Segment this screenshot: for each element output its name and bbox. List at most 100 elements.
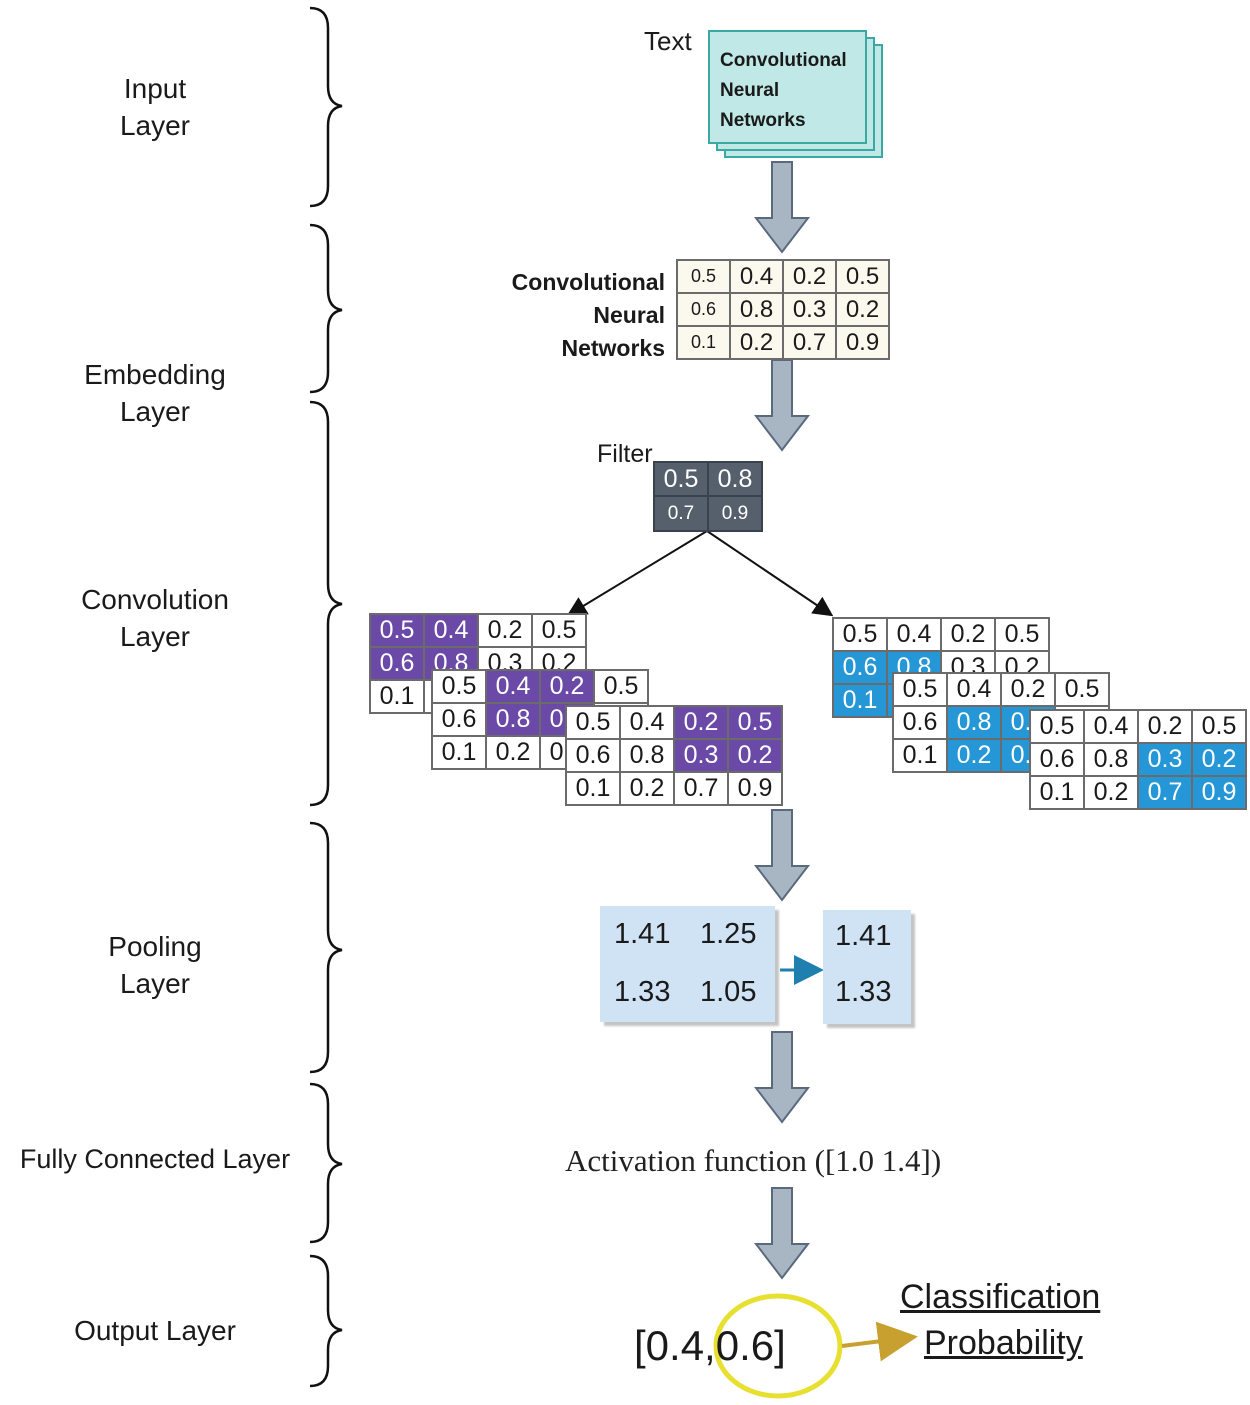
conv-cell: 0.1 bbox=[565, 771, 621, 806]
filter-cell: 0.8 bbox=[707, 461, 763, 497]
conv-cell: 0.2 bbox=[539, 669, 595, 704]
embedding-cell: 0.3 bbox=[782, 292, 837, 327]
conv-cell: 0.2 bbox=[485, 735, 541, 770]
conv-cell: 0.6 bbox=[832, 650, 888, 685]
conv-cell: 0.8 bbox=[485, 702, 541, 737]
embedding-word-2: Neural bbox=[593, 302, 665, 328]
layer-label-embedding-line-2: Layer bbox=[119, 396, 191, 427]
filter-arrow-left bbox=[566, 530, 708, 617]
conv-cell: 0.8 bbox=[1083, 742, 1139, 777]
brace-input-layer bbox=[309, 6, 343, 208]
doc-line-2: Neural bbox=[720, 80, 780, 101]
conv-cell: 0.5 bbox=[892, 672, 948, 707]
flow-arrow-1 bbox=[753, 161, 811, 254]
conv-cell: 0.5 bbox=[1029, 709, 1085, 744]
conv-cell: 0.5 bbox=[531, 613, 587, 648]
embedding-cell: 0.5 bbox=[835, 259, 890, 294]
layer-label-pooling-line-2: Layer bbox=[119, 968, 191, 999]
conv-cell: 0.2 bbox=[1137, 709, 1193, 744]
layer-label-convolution-line-1: Convolution bbox=[81, 584, 229, 615]
pooling-input-matrix: 1.41 1.25 1.33 1.05 bbox=[600, 906, 775, 1022]
conv-cell: 0.4 bbox=[886, 617, 942, 652]
highlight-circle bbox=[713, 1293, 843, 1399]
filter-cell: 0.5 bbox=[653, 461, 709, 497]
conv-cell: 0.2 bbox=[673, 705, 729, 740]
brace-fully-connected-layer bbox=[309, 1082, 343, 1244]
output-vector-highlight: 0.6] bbox=[715, 1322, 786, 1369]
pool-in-r1c1: 1.41 bbox=[614, 918, 671, 950]
conv-cell: 0.2 bbox=[727, 738, 783, 773]
doc-line-3: Networks bbox=[720, 110, 806, 131]
flow-arrow-2 bbox=[753, 359, 811, 452]
layer-label-pooling-line-1: Pooling bbox=[108, 931, 202, 962]
embedding-cell: 0.5 bbox=[676, 259, 731, 294]
embedding-word-1: Convolutional bbox=[511, 269, 665, 295]
filter-arrow-right bbox=[706, 530, 834, 617]
embedding-cell: 0.4 bbox=[729, 259, 784, 294]
conv-cell: 0.6 bbox=[369, 646, 425, 681]
conv-cell: 0.4 bbox=[619, 705, 675, 740]
conv-cell: 0.6 bbox=[892, 705, 948, 740]
output-vector: [0.4,0.6] bbox=[634, 1322, 786, 1370]
conv-cell: 0.6 bbox=[1029, 742, 1085, 777]
activation-function-text: Activation function ([1.0 1.4]) bbox=[565, 1143, 942, 1178]
conv-cell: 0.9 bbox=[727, 771, 783, 806]
conv-cell: 0.2 bbox=[946, 738, 1002, 773]
conv-cell: 0.4 bbox=[946, 672, 1002, 707]
conv-cell: 0.9 bbox=[1191, 775, 1247, 810]
layer-label-output: Output Layer bbox=[50, 1312, 260, 1349]
doc-line-1: Convolutional bbox=[720, 50, 847, 71]
layer-label-input-line-2: Layer bbox=[119, 110, 191, 141]
conv-cell: 0.1 bbox=[369, 679, 425, 714]
conv-cell: 0.3 bbox=[1137, 742, 1193, 777]
conv-cell: 0.2 bbox=[1000, 672, 1056, 707]
embedding-cell: 0.8 bbox=[729, 292, 784, 327]
conv-cell: 0.1 bbox=[1029, 775, 1085, 810]
conv-cell: 0.8 bbox=[946, 705, 1002, 740]
layer-label-output-line-1: Output Layer bbox=[74, 1315, 236, 1346]
pool-in-r2c2: 1.05 bbox=[700, 976, 757, 1008]
pool-in-r1c2: 1.25 bbox=[700, 918, 757, 950]
brace-pooling-layer bbox=[309, 821, 343, 1074]
flow-arrow-5 bbox=[753, 1187, 811, 1280]
filter-label: Filter bbox=[597, 440, 653, 468]
conv-cell: 0.6 bbox=[565, 738, 621, 773]
conv-cell: 0.4 bbox=[1083, 709, 1139, 744]
conv-cell: 0.1 bbox=[431, 735, 487, 770]
embedding-cell: 0.2 bbox=[782, 259, 837, 294]
brace-convolution-layer bbox=[309, 400, 343, 807]
conv-cell: 0.5 bbox=[994, 617, 1050, 652]
embedding-cell: 0.2 bbox=[835, 292, 890, 327]
pool-out-r2: 1.33 bbox=[835, 976, 892, 1008]
embedding-cell: 0.9 bbox=[835, 325, 890, 360]
conv-cell: 0.4 bbox=[485, 669, 541, 704]
conv-cell: 0.5 bbox=[1191, 709, 1247, 744]
conv-cell: 0.8 bbox=[619, 738, 675, 773]
pooling-output-matrix: 1.41 1.33 bbox=[823, 910, 911, 1024]
conv-cell: 0.5 bbox=[1054, 672, 1110, 707]
conv-cell: 0.2 bbox=[619, 771, 675, 806]
filter-cell: 0.7 bbox=[653, 495, 709, 532]
conv-cell: 0.6 bbox=[431, 702, 487, 737]
conv-cell: 0.7 bbox=[1137, 775, 1193, 810]
conv-cell: 0.5 bbox=[727, 705, 783, 740]
embedding-word-3: Networks bbox=[561, 335, 665, 361]
layer-label-fully-connected-line-1: Fully Connected Layer bbox=[19, 1144, 291, 1174]
classification-arrow bbox=[841, 1321, 918, 1362]
conv-cell: 0.1 bbox=[832, 683, 888, 718]
conv-cell: 0.3 bbox=[673, 738, 729, 773]
conv-cell: 0.2 bbox=[477, 613, 533, 648]
conv-cell: 0.2 bbox=[940, 617, 996, 652]
flow-arrow-3 bbox=[753, 809, 811, 902]
layer-label-fully-connected: Fully Connected Layer bbox=[0, 1141, 310, 1178]
embedding-cell: 0.2 bbox=[729, 325, 784, 360]
embedding-cell: 0.6 bbox=[676, 292, 731, 327]
conv-cell: 0.2 bbox=[1191, 742, 1247, 777]
conv-cell: 0.5 bbox=[832, 617, 888, 652]
